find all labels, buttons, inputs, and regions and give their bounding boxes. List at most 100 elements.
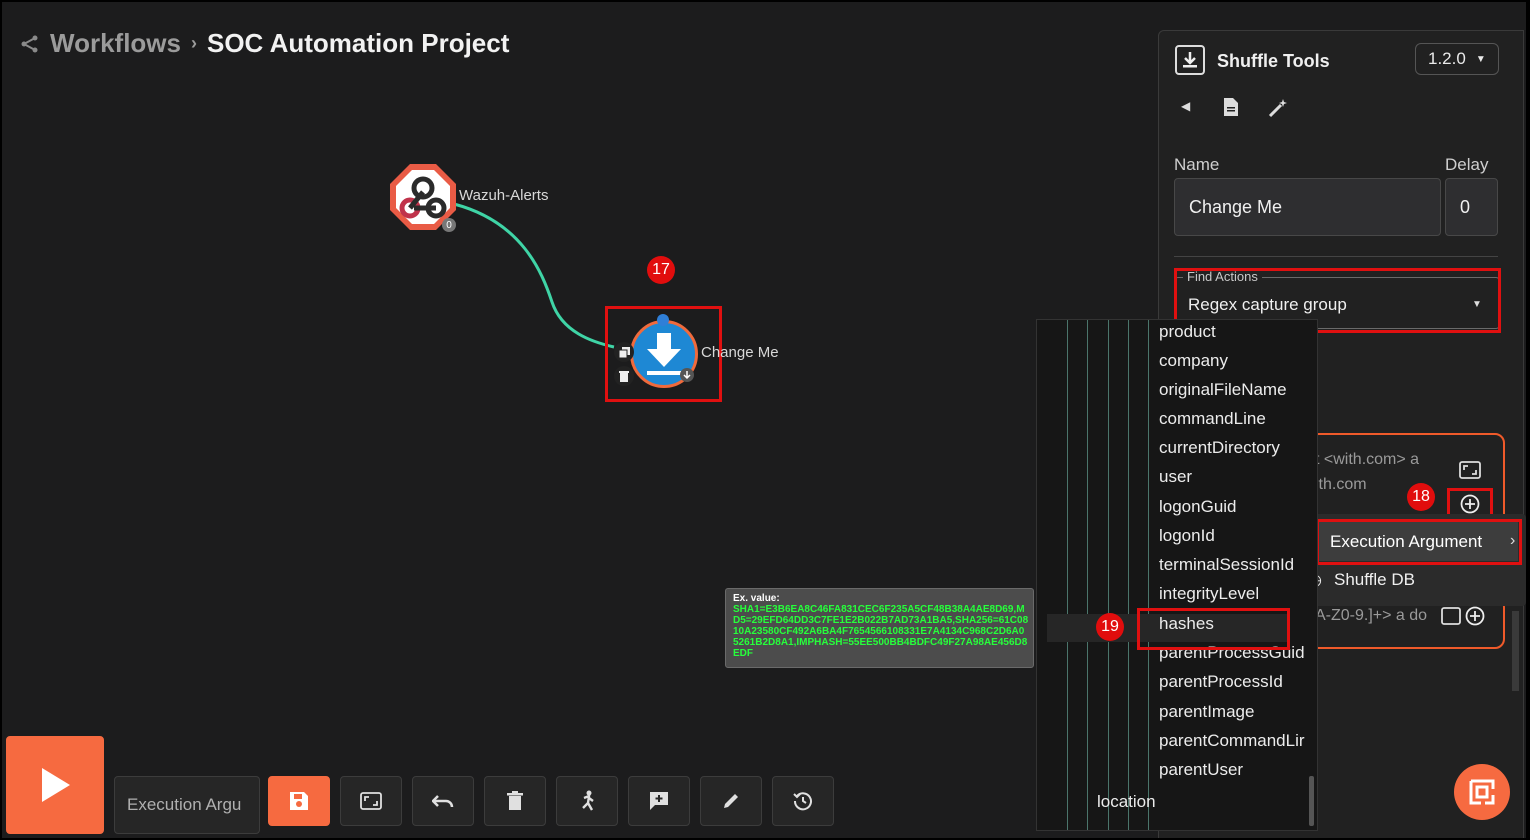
- wazuh-alerts-label: Wazuh-Alerts: [459, 187, 549, 204]
- edit-button[interactable]: [700, 776, 762, 826]
- chevron-down-icon: ▼: [1475, 53, 1486, 65]
- argument-field-list[interactable]: product company originalFileName commandLin…: [1036, 319, 1318, 831]
- trash-icon: [619, 371, 629, 382]
- history-icon: [793, 792, 812, 811]
- list-item[interactable]: hashes: [1159, 614, 1214, 633]
- add-circle-icon[interactable]: [1465, 606, 1485, 626]
- list-item[interactable]: parentImage: [1159, 702, 1255, 721]
- list-item[interactable]: parentCommandLir: [1159, 731, 1305, 750]
- add-comment-icon: [650, 792, 668, 810]
- history-button[interactable]: [772, 776, 834, 826]
- menu-item-execution-argument-label: Execution Argument: [1330, 532, 1483, 551]
- delay-label: Delay: [1445, 155, 1489, 174]
- app-icon: [1175, 45, 1205, 75]
- find-actions-label: Find Actions: [1183, 269, 1262, 284]
- list-item[interactable]: logonGuid: [1159, 497, 1237, 516]
- parameter-text-3: A-Z0-9.]+> a do: [1315, 607, 1428, 624]
- list-item[interactable]: originalFileName: [1159, 380, 1287, 399]
- expand-icon[interactable]: [1441, 607, 1461, 625]
- run-workflow-button[interactable]: [6, 736, 104, 834]
- trash-icon: [507, 791, 523, 810]
- undo-icon: [432, 795, 454, 808]
- add-comment-button[interactable]: [628, 776, 690, 826]
- wazuh-alerts-node[interactable]: 0: [388, 162, 458, 232]
- pencil-icon: [724, 794, 738, 808]
- list-item[interactable]: terminalSessionId: [1159, 555, 1295, 574]
- list-item[interactable]: company: [1159, 351, 1228, 370]
- version-value: 1.2.0: [1428, 49, 1466, 68]
- node-connector-handle[interactable]: [657, 314, 669, 326]
- running-person-icon: [582, 790, 594, 811]
- undo-button[interactable]: [412, 776, 474, 826]
- play-icon: [42, 768, 70, 802]
- delete-button[interactable]: [484, 776, 546, 826]
- workflow-icon: [21, 35, 38, 52]
- menu-item-execution-argument[interactable]: [1318, 519, 1518, 561]
- find-actions-highlight: [1174, 268, 1501, 333]
- list-item-hover-bg: [1047, 614, 1287, 642]
- back-arrow-icon[interactable]: ◀: [1181, 99, 1191, 113]
- chevron-right-icon: ›: [1510, 532, 1516, 549]
- run-step-button[interactable]: [556, 776, 618, 826]
- change-me-highlight: [605, 306, 722, 402]
- divider: [1174, 256, 1498, 257]
- execution-argument-highlight: [1316, 519, 1522, 565]
- panel-scrollbar[interactable]: [1512, 611, 1519, 691]
- copy-icon: [618, 346, 630, 358]
- add-circle-icon[interactable]: [1460, 494, 1480, 514]
- tree-line: [1128, 320, 1129, 830]
- delay-input[interactable]: 0: [1445, 178, 1498, 236]
- example-value-tooltip: Ex. value: SHA1=E3B6EA8C46FA831CEC6F235A…: [725, 588, 1034, 668]
- list-item[interactable]: commandLine: [1159, 409, 1266, 428]
- parameter-text-2: ith.com: [1315, 476, 1367, 493]
- magic-wand-icon[interactable]: [1267, 97, 1289, 119]
- version-select[interactable]: 1.2.0 ▼: [1415, 43, 1499, 75]
- name-input[interactable]: Change Me: [1174, 178, 1441, 236]
- marker-19: 19: [1096, 613, 1124, 641]
- fit-screen-icon: [360, 792, 382, 810]
- tree-line: [1067, 320, 1068, 830]
- download-icon: [1183, 52, 1197, 68]
- list-item[interactable]: integrityLevel: [1159, 584, 1260, 603]
- chevron-down-icon: ▼: [1472, 299, 1482, 310]
- variable-source-menu: Execution Argument › ◷ Shuffle DB: [1304, 514, 1526, 606]
- tooltip-value: SHA1=E3B6EA8C46FA831CEC6F235A5CF48B38A4A…: [733, 604, 1029, 659]
- list-item[interactable]: parentProcessId: [1159, 672, 1283, 691]
- marker-17: 17: [647, 256, 675, 284]
- parameter-text-1: t <with.com> a: [1315, 451, 1420, 468]
- list-item[interactable]: parentUser: [1159, 760, 1244, 779]
- tree-line: [1087, 320, 1088, 830]
- download-icon: [647, 333, 681, 375]
- list-item-location[interactable]: location: [1097, 792, 1156, 811]
- page-title: SOC Automation Project: [206, 28, 510, 58]
- document-icon[interactable]: [1223, 97, 1239, 117]
- menu-item-shuffle-db[interactable]: Shuffle DB: [1334, 570, 1415, 589]
- shuffle-logo-icon: [1469, 779, 1495, 805]
- expand-icon[interactable]: [1459, 461, 1481, 479]
- node-badge: 0: [442, 218, 456, 232]
- execution-argument-input[interactable]: Execution Argu: [114, 776, 260, 834]
- list-item[interactable]: currentDirectory: [1159, 438, 1280, 457]
- save-button[interactable]: [268, 776, 330, 826]
- delete-node-button[interactable]: [614, 366, 634, 386]
- list-item[interactable]: product: [1159, 322, 1216, 341]
- save-icon: [290, 792, 308, 810]
- workflow-edge: [453, 202, 615, 349]
- shuffle-help-button[interactable]: [1454, 764, 1510, 820]
- tooltip-heading: Ex. value:: [733, 593, 780, 604]
- breadcrumb: Workflows › SOC Automation Project: [20, 28, 509, 59]
- tree-line: [1108, 320, 1109, 830]
- breadcrumb-workflows-link[interactable]: Workflows: [50, 28, 181, 58]
- webhook-icon: [390, 164, 456, 230]
- name-label: Name: [1174, 155, 1220, 174]
- list-scrollbar[interactable]: [1309, 776, 1314, 826]
- node-status-icon: [680, 368, 694, 382]
- copy-node-button[interactable]: [614, 342, 634, 362]
- list-item[interactable]: logonId: [1159, 526, 1215, 545]
- fit-view-button[interactable]: [340, 776, 402, 826]
- breadcrumb-separator: ›: [190, 33, 197, 53]
- list-item[interactable]: user: [1159, 467, 1193, 486]
- marker-18: 18: [1407, 483, 1435, 511]
- tree-line: [1148, 320, 1149, 830]
